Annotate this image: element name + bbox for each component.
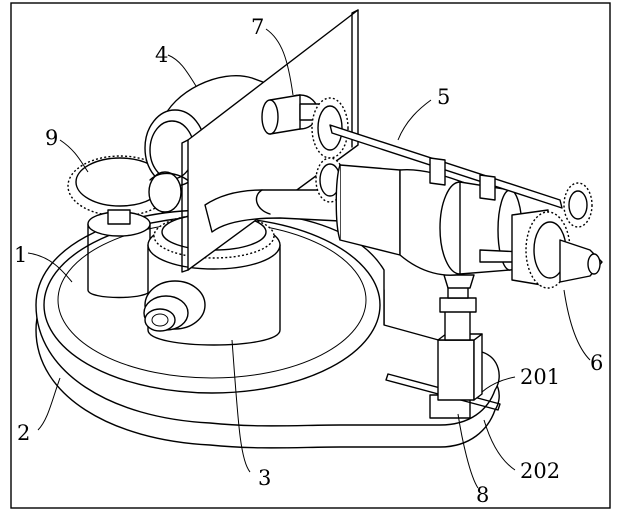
shaft-pulley: [261, 94, 323, 135]
label-201: 201: [520, 365, 560, 389]
label-1: 1: [14, 243, 27, 267]
label-202: 202: [520, 459, 560, 483]
label-5: 5: [437, 85, 450, 109]
figure-border: [10, 2, 611, 509]
spindle-housing: [335, 164, 549, 287]
label-3: 3: [258, 466, 271, 490]
label-7: 7: [251, 15, 264, 39]
label-9: 9: [45, 126, 58, 150]
output-gear: [525, 182, 603, 289]
guide-rod: [329, 124, 563, 209]
leader-lines: [27, 28, 591, 489]
label-6: 6: [590, 351, 603, 375]
label-8: 8: [476, 483, 489, 507]
label-4: 4: [155, 43, 168, 67]
label-2: 2: [17, 421, 30, 445]
support-post: [437, 274, 483, 401]
drive-gear: [67, 155, 173, 299]
